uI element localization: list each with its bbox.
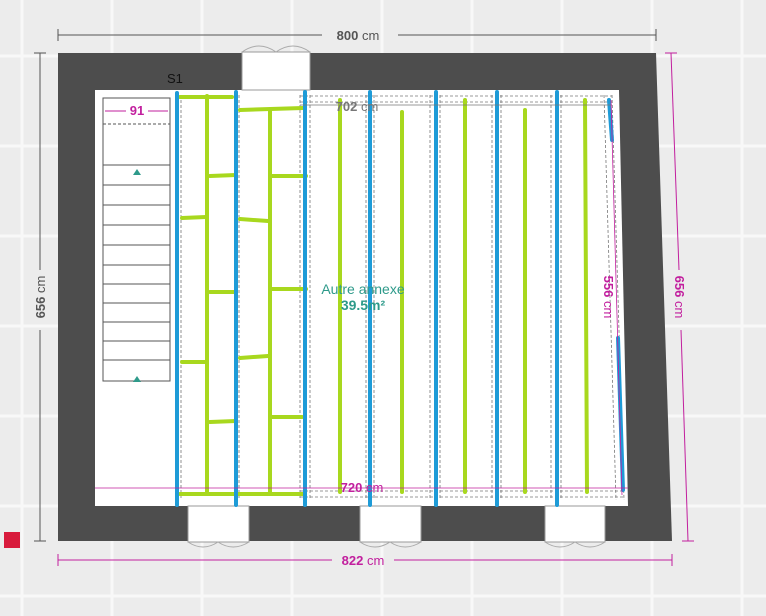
window-bottom-right[interactable] — [544, 505, 606, 548]
stair-arrow-bottom-icon — [133, 376, 141, 382]
outer-right-unit: cm — [672, 301, 687, 318]
inner-right-dimension: 556 cm — [601, 99, 623, 496]
green-joists — [178, 94, 589, 496]
stair-label: S1 — [167, 71, 183, 86]
svg-text:800 cm: 800 cm — [337, 28, 380, 43]
room-name: Autre annexe — [321, 281, 404, 297]
outer-right-value: 656 — [672, 276, 687, 298]
stair-arrow-up-icon — [133, 169, 141, 175]
outer-bottom-dimension: 822 cm — [57, 553, 673, 568]
stair-width-label: 91 — [130, 103, 144, 118]
outer-right-dimension: 656 cm — [665, 52, 694, 542]
svg-text:556 cm: 556 cm — [601, 276, 616, 319]
staircase[interactable] — [102, 97, 171, 382]
inner-bottom-dimension: 720 cm — [95, 480, 628, 495]
outer-left-value: 656 — [33, 297, 48, 319]
inner-right-unit: cm — [601, 301, 616, 318]
inner-top-value: 702 — [336, 99, 358, 114]
inner-right-value: 556 — [601, 276, 616, 298]
stair-width-bg — [126, 102, 148, 119]
inner-bottom-unit: cm — [366, 480, 383, 495]
window-bottom-middle[interactable] — [359, 505, 422, 548]
outer-top-value: 800 — [337, 28, 359, 43]
room-floor[interactable] — [95, 90, 628, 506]
svg-text:720 cm: 720 cm — [341, 480, 384, 495]
svg-text:656 cm: 656 cm — [672, 276, 687, 319]
svg-text:656 cm: 656 cm — [33, 276, 48, 319]
window-bottom-left[interactable] — [187, 505, 250, 548]
window-top[interactable] — [241, 45, 311, 91]
inner-top-unit: cm — [361, 99, 378, 114]
outer-top-unit: cm — [362, 28, 379, 43]
outer-left-unit: cm — [33, 276, 48, 293]
resize-handle[interactable] — [4, 532, 20, 548]
inner-bottom-value: 720 — [341, 480, 363, 495]
outer-left-dimension: 656 cm — [33, 52, 48, 542]
svg-text:822 cm: 822 cm — [342, 553, 385, 568]
room-area: 39.5m² — [341, 297, 386, 313]
outer-top-dimension: 800 cm — [57, 28, 657, 43]
blue-beams — [175, 90, 625, 507]
svg-text:702 cm: 702 cm — [336, 99, 379, 114]
outer-bottom-value: 822 — [342, 553, 364, 568]
outer-bottom-unit: cm — [367, 553, 384, 568]
inner-top-dimension: 702 cm — [300, 99, 612, 114]
